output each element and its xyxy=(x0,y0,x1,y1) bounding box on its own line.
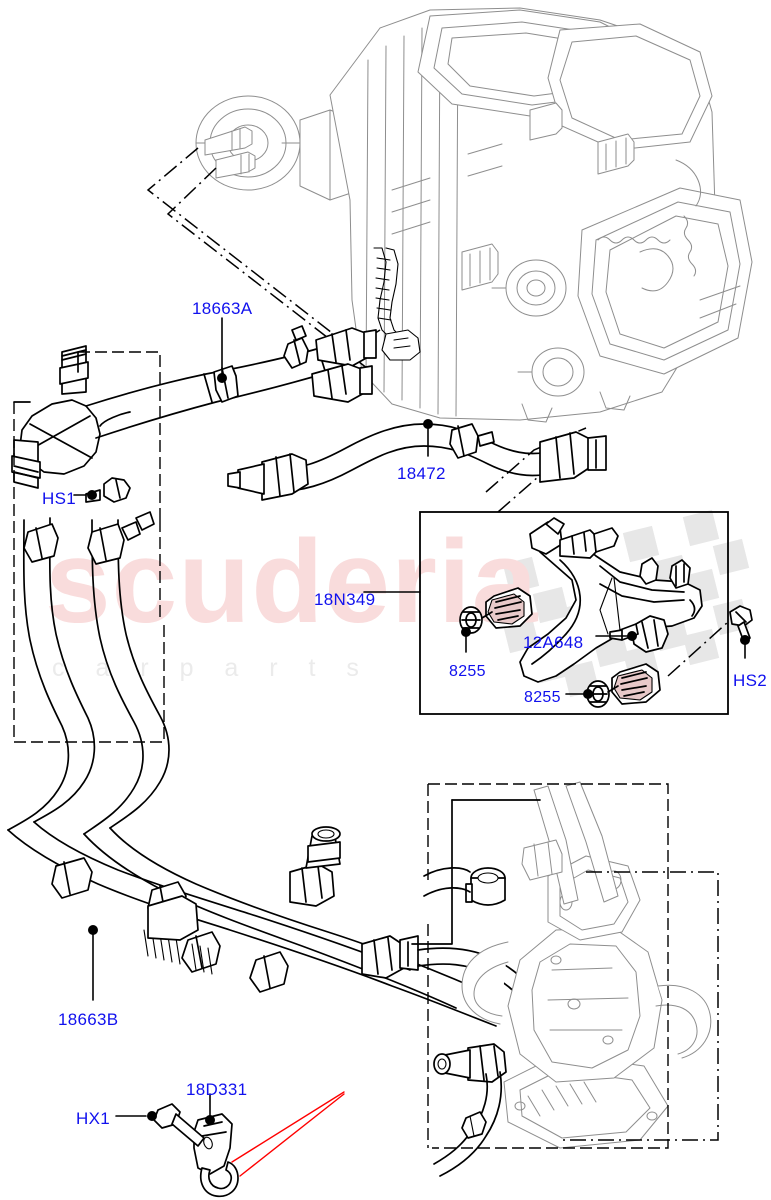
callout-HS2[interactable]: HS2 xyxy=(733,671,767,690)
grouping-box-upper-left xyxy=(13,351,165,743)
callout-18N349[interactable]: 18N349 xyxy=(314,590,376,609)
watermark-sub-text: c a r p a r t s xyxy=(52,654,371,682)
callout-leaders xyxy=(217,317,433,457)
callout-HX1[interactable]: HX1 xyxy=(76,1109,110,1128)
callout-12A648[interactable]: 12A648 xyxy=(523,633,584,652)
hose-retaining-clip-assembly xyxy=(115,1091,345,1198)
callout-HS1[interactable]: HS1 xyxy=(42,489,76,508)
callout-8255-lower[interactable]: 8255 xyxy=(524,689,561,706)
heater-hose-upper-assembly xyxy=(11,325,377,503)
callout-18D331[interactable]: 18D331 xyxy=(186,1080,248,1099)
callout-18663B[interactable]: 18663B xyxy=(58,1010,119,1029)
auxiliary-coolant-pump-module xyxy=(411,781,719,1177)
hvac-heater-housing-unit xyxy=(195,7,753,423)
callout-18663A[interactable]: 18663A xyxy=(192,299,253,318)
coolant-hose-center xyxy=(227,423,607,501)
heater-hose-lower-assembly xyxy=(7,511,541,1027)
callout-8255-left[interactable]: 8255 xyxy=(449,663,486,680)
coolant-rail-inset-detail xyxy=(363,511,753,715)
callout-18472[interactable]: 18472 xyxy=(397,464,446,483)
